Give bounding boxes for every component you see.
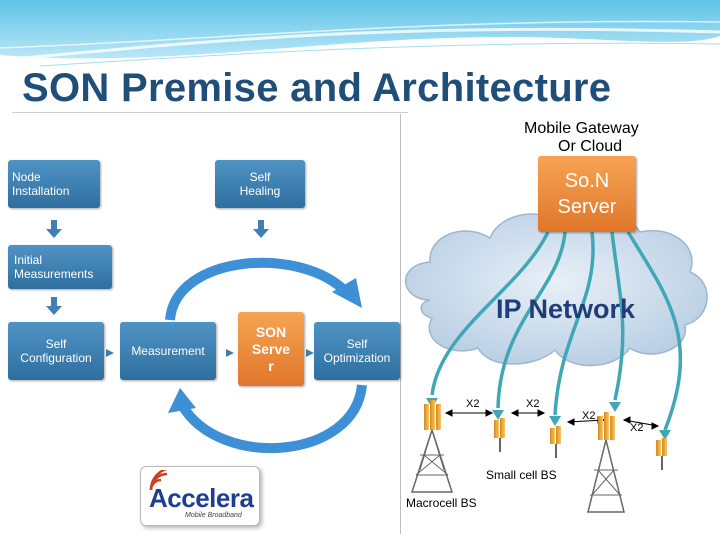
network-diagram [404,212,708,513]
self-configuration-box: Self Configuration [8,322,104,380]
son-server-box: SON Serve r [238,312,304,386]
self-configuration-label: Self Configuration [20,337,92,365]
down-arrow-3 [46,297,62,315]
right-arrow-1 [106,349,114,357]
self-healing-label: Self Healing [239,170,281,198]
x2-label-4: X2 [630,422,644,434]
son-server-main-line2: Server [557,196,617,218]
header-swoosh [0,0,720,70]
accelera-logo: Accelera Mobile Broadband [140,466,260,526]
page-title: SON Premise and Architecture [22,66,612,110]
down-arrow-1 [46,220,62,238]
self-healing-box: Self Healing [215,160,305,208]
node-installation-box: Node Installation [8,160,100,208]
title-underline [12,112,408,113]
down-arrow-2 [253,220,269,238]
logo-name: Accelera [149,483,254,513]
self-optimization-box: Self Optimization [314,322,400,380]
small-cell-label: Small cell BS [486,468,557,482]
measurement-label: Measurement [131,344,205,358]
gateway-label-line1: Mobile Gateway [524,120,639,137]
self-optimization-label: Self Optimization [323,337,391,365]
x2-label-1: X2 [466,398,480,410]
small-cell-3 [656,438,667,470]
cycle-arrow-bottom [177,384,367,453]
x2-label-3: X2 [582,410,596,422]
cycle-diagram [46,220,367,453]
initial-measurements-label: Initial Measurements [14,253,94,281]
node-installation-label: Node Installation [12,170,70,198]
x2-label-2: X2 [526,398,540,410]
wifi-signal-icon [149,470,168,491]
small-cell-2 [550,426,561,458]
son-server-main-box: So.N Server [538,156,636,232]
initial-measurements-box: Initial Measurements [8,245,112,289]
macrocell-tower-right [587,412,625,513]
divider-line [400,114,401,534]
small-cell-1 [494,418,505,452]
ip-network-label: IP Network [496,294,636,324]
ip-network-cloud [404,212,708,367]
son-server-label: SON Serve r [251,323,291,374]
right-arrow-2 [226,349,234,357]
logo-tagline: Mobile Broadband [185,512,242,519]
macrocell-tower-left [410,400,454,493]
son-server-main-line1: So.N [564,170,610,192]
macrocell-label: Macrocell BS [406,496,477,510]
network-links [430,231,683,431]
cycle-arrow-top [165,257,350,321]
gateway-label-line2: Or Cloud [558,138,623,155]
measurement-box: Measurement [120,322,216,380]
right-arrow-3 [306,349,314,357]
